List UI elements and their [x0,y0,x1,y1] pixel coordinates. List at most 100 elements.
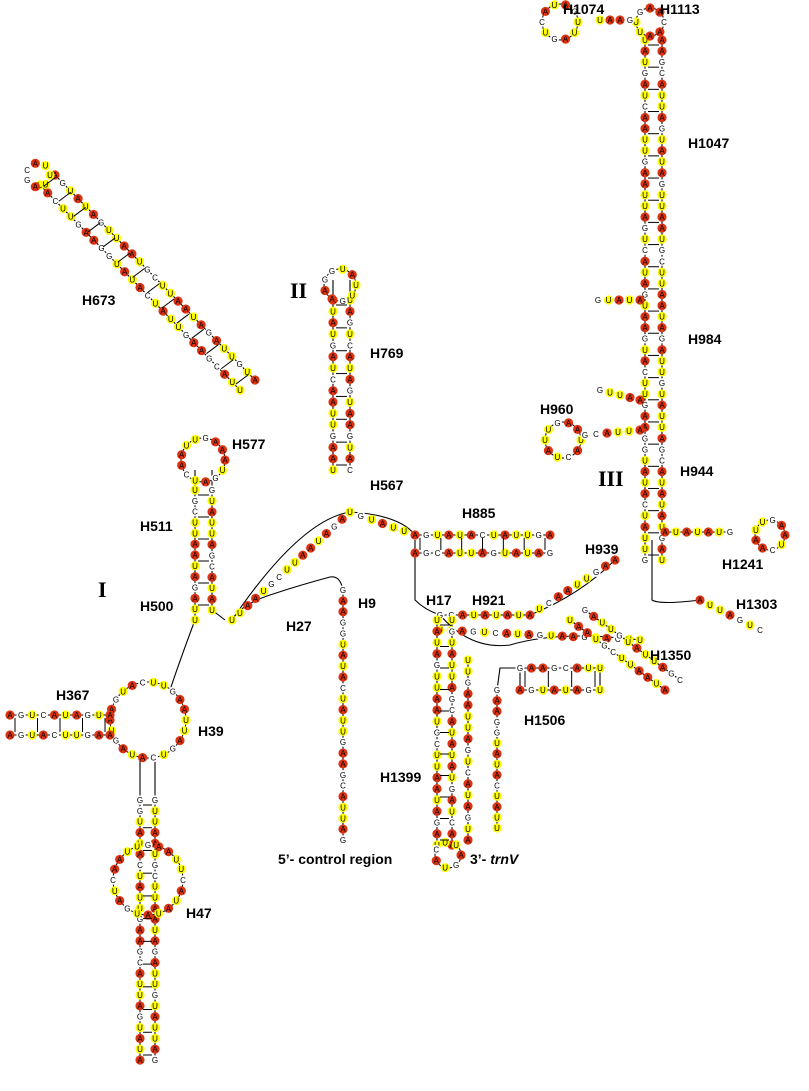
nucleotide-dot [190,496,200,506]
nucleotide-dot [537,17,547,27]
nucleotide-letter: G [60,179,66,188]
nucleotide-letter: A [659,302,665,311]
nucleotide-dot [235,359,245,369]
nucleotide-dot [447,761,457,771]
nucleotide-letter: A [117,897,123,906]
nucleotide-letter: U [607,389,613,398]
nucleotide-dot [768,515,778,525]
nucleotide-letter: U [68,213,74,222]
nucleotide-letter: U [237,386,243,395]
nucleotide-letter: A [662,686,668,695]
nucleotide-letter: U [168,315,174,324]
nucleotide-dot [657,455,667,466]
nucleotide-letter: A [637,426,643,435]
nucleotide-dot [463,779,473,789]
nucleotide-dot [274,572,284,582]
label-h885: H885 [462,505,496,521]
nucleotide-letter: U [434,639,440,648]
nucleotide-dot [432,784,442,794]
nucleotide-dot [582,573,592,583]
nucleotide-letter: A [782,531,788,540]
terminal-labels: 5’- control region 3’- trnV [278,851,520,867]
nucleotide-letter: U [161,751,167,760]
label-h1113: H1113 [660,1,700,17]
nucleotide-letter: G [642,290,648,299]
nucleotide-letter: A [177,737,183,746]
nucleotide-letter: U [637,28,643,37]
nucleotide-dot [657,134,667,145]
nucleotide-letter: A [340,608,346,617]
nucleotide-letter: C [214,362,220,371]
nucleotide-letter: U [137,818,143,827]
nucleotide-letter: A [339,515,345,524]
nucleotide-dot [608,647,618,657]
nucleotide-dot [351,280,361,290]
nucleotide-letter: A [505,611,511,620]
nucleotide-letter: G [642,69,648,78]
nucleotide-dot [447,682,457,693]
nucleotide-letter: U [152,894,158,903]
nucleotide-letter: U [659,368,665,377]
nucleotide-letter: A [727,611,733,620]
nucleotide-letter: U [659,523,665,532]
nucleotide-dot [492,749,502,759]
nucleotide-dot [635,425,645,435]
nucleotide-letter: A [380,520,386,529]
nucleotide-letter: C [330,375,336,384]
nucleotide-dot [534,530,544,540]
nucleotide-letter: C [642,246,648,255]
nucleotide-letter: U [192,562,198,571]
nucleotide-dot [421,530,431,540]
nucleotide-dot [345,431,355,441]
nucleotide-letter: A [137,1002,143,1011]
nucleotide-dot [580,605,590,615]
nucleotide-dot [356,511,366,521]
nucleotide-letter: A [642,313,648,322]
nucleotide-dot [583,685,594,695]
nucleotide-dot [40,161,51,171]
nucleotide-dot [5,730,15,740]
nucleotide-letter: G [236,360,242,369]
nucleotide-letter: A [547,531,553,540]
nucleotide-dot [119,241,129,251]
nucleotide-letter: C [347,466,353,475]
nucleotide-dot [338,618,348,628]
nucleotide-letter: C [493,629,499,638]
nucleotide-letter: C [52,197,58,206]
nucleotide-letter: U [209,497,215,506]
nucleotide-dot [725,527,735,537]
nucleotide-dot [338,835,348,845]
nucleotide-dot [432,637,442,648]
nucleotide-letter: U [209,606,215,615]
nucleotide-letter: U [537,605,543,614]
nucleotide-letter: A [617,16,623,25]
nucleotide-letter: A [347,455,353,464]
nucleotide-letter: C [140,678,146,687]
nucleotide-dot [491,610,501,620]
nucleotide-letter: U [340,265,346,274]
nucleotide-dot [345,363,355,373]
nucleotide-dot [94,730,104,740]
nucleotide-dot [552,452,563,462]
nucleotide-letter: U [192,477,198,486]
nucleotide-dot [657,544,667,554]
nucleotide-dot [108,875,118,885]
three-prime-prefix: 3’- [470,851,490,867]
nucleotide-letter: U [642,479,648,488]
nucleotide-dot [329,521,339,532]
nucleotide-letter: U [449,774,455,783]
nucleotide-letter: A [156,843,162,852]
base-pair-tick [235,374,249,385]
label-h1506: H1506 [524,712,565,728]
nucleotide-dot [657,234,667,244]
nucleotide-letter: A [659,36,665,45]
nucleotide-letter: A [137,1056,143,1065]
nucleotide-letter: U [659,501,665,510]
nucleotide-dot [602,428,612,438]
nucleotide-dot [66,211,76,222]
nucleotide-dot [118,744,128,754]
nucleotide-letter: U [137,991,143,1000]
nucleotide-dot [190,582,200,593]
nucleotide-letter: U [717,606,723,615]
nucleotide-letter: A [137,969,143,978]
